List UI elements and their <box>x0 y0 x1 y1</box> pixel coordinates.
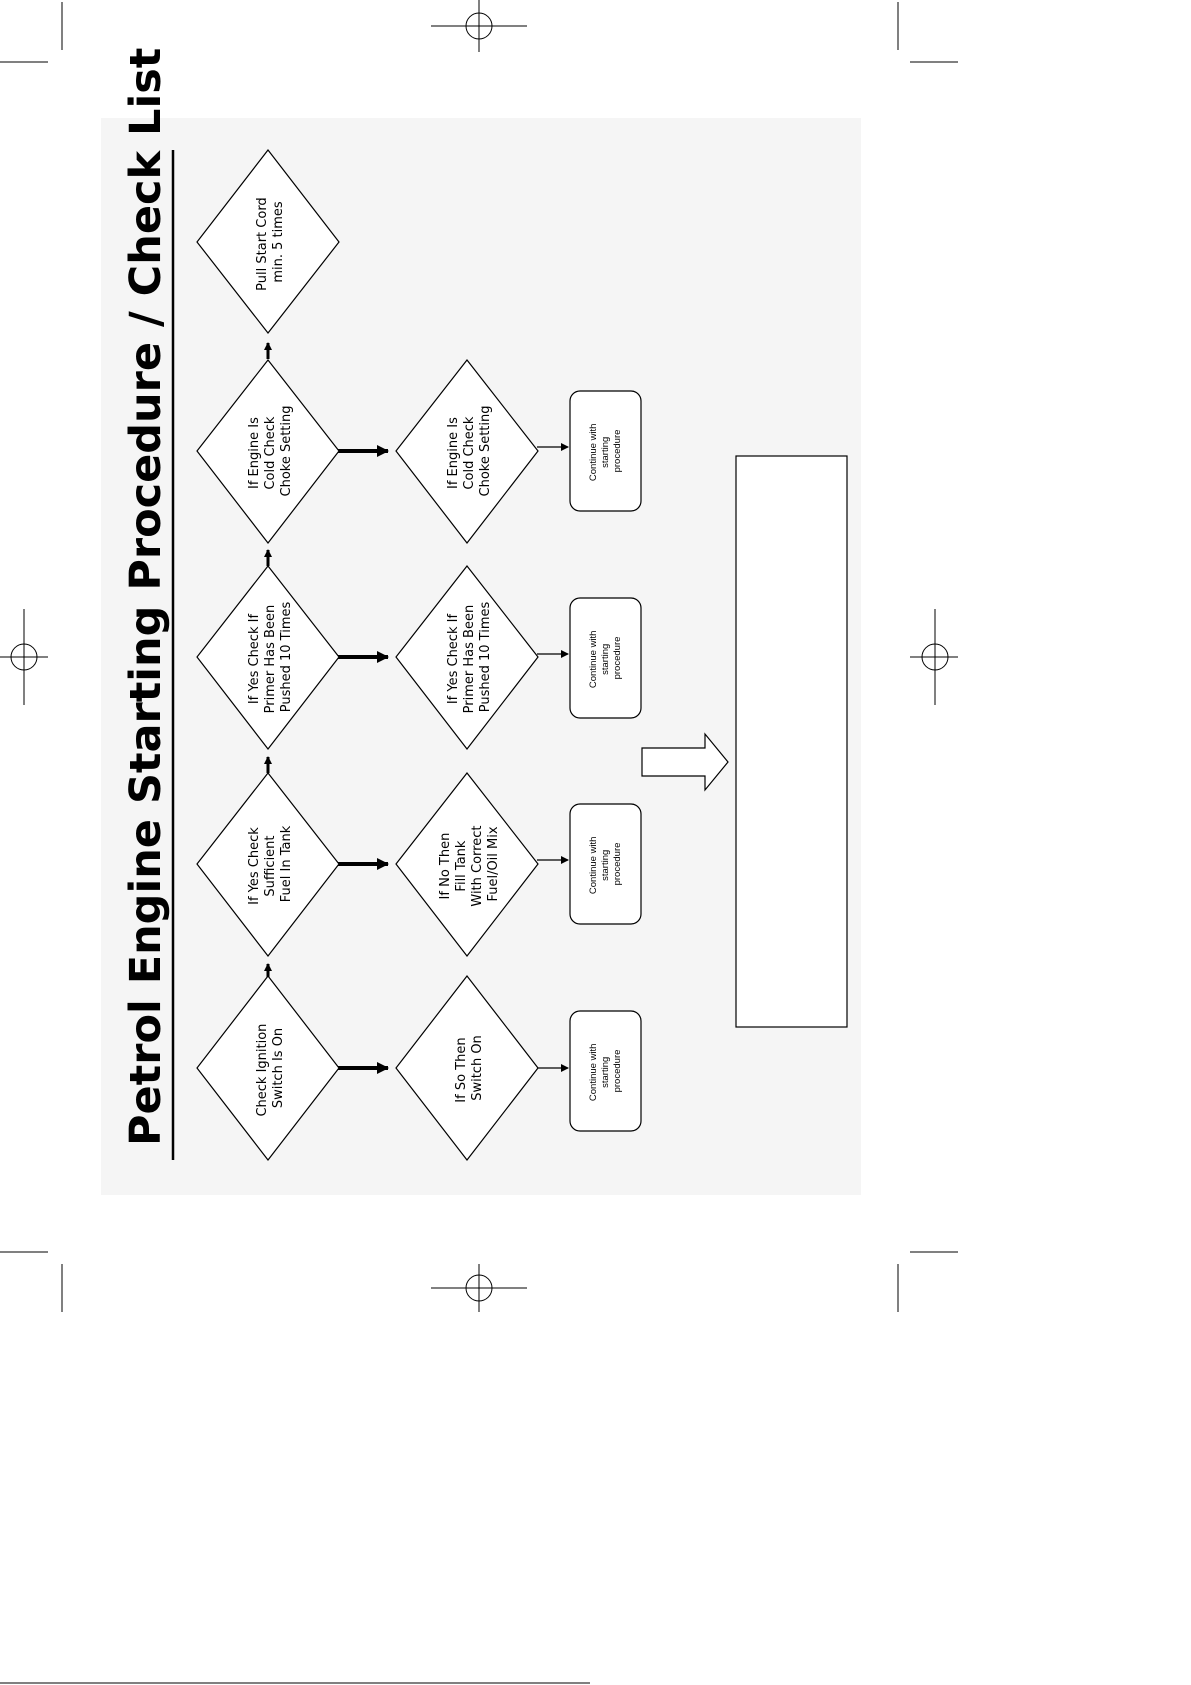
action-4-line-1: If Engine Is <box>446 417 461 489</box>
check-diamond-3: If Yes Check If Primer Has Been Pushed 1… <box>196 565 340 750</box>
action-2-line-2: Fill Tank <box>454 840 469 891</box>
action-connectors <box>338 445 389 1074</box>
continue-1-line-1: Continue with <box>588 1044 599 1102</box>
check-4-line-2: Cold Check <box>263 416 278 489</box>
check-4-line-3: Choke Setting <box>279 405 294 496</box>
continue-box-1: Continue with starting procedure <box>569 1010 642 1132</box>
action-2-line-3: With Correct <box>470 826 485 907</box>
action-2-line-1: If No Then <box>438 833 453 900</box>
check-2-line-1: If Yes Check <box>247 827 262 905</box>
svg-text:Continue with starti: Continue with starting procedure <box>588 628 623 688</box>
check-5-line-1: Pull Start Cord <box>255 197 270 291</box>
check-2-line-3: Fuel In Tank <box>279 825 294 902</box>
svg-text:Continue with starti: Continue with starting procedure <box>588 834 623 894</box>
svg-text:If So Then Switch On: If So Then Switch On <box>454 1033 485 1102</box>
continue-3-line-3: procedure <box>612 637 623 680</box>
continue-connectors <box>537 443 569 1072</box>
action-diamond-2: If No Then Fill Tank With Correct Fuel/O… <box>395 772 539 957</box>
continue-1-line-2: starting <box>600 1057 611 1088</box>
note-box <box>735 455 848 1028</box>
check-3-line-1: If Yes Check If <box>247 614 262 705</box>
check-diamond-5: Pull Start Cord min. 5 times <box>196 149 340 334</box>
registration-mark-bottom <box>431 1264 527 1312</box>
svg-text:If Yes Check If Prim: If Yes Check If Primer Has Been Pushed 1… <box>446 601 493 714</box>
action-3-line-2: Primer Has Been <box>462 605 477 714</box>
action-diamond-4: If Engine Is Cold Check Choke Setting <box>395 359 539 544</box>
action-1-line-1: If So Then <box>454 1037 469 1102</box>
svg-text:If No Then Fill Tank: If No Then Fill Tank With Correct Fuel/O… <box>438 821 501 906</box>
continue-3-line-1: Continue with <box>588 631 599 689</box>
action-diamond-1: If So Then Switch On <box>395 975 539 1161</box>
continue-2-line-2: starting <box>600 850 611 881</box>
svg-text:Continue with starti: Continue with starting procedure <box>588 421 623 481</box>
check-3-line-3: Pushed 10 Times <box>279 602 294 713</box>
svg-text:If Yes Check Suffici: If Yes Check Sufficient Fuel In Tank <box>247 823 294 905</box>
registration-mark-left <box>0 609 48 705</box>
svg-text:Continue with starti: Continue with starting procedure <box>588 1041 623 1101</box>
continue-4-line-2: starting <box>600 437 611 468</box>
action-1-line-2: Switch On <box>470 1035 485 1101</box>
check-diamond-1: Check Ignition Switch Is On <box>196 975 340 1161</box>
continue-2-line-3: procedure <box>612 843 623 886</box>
action-4-line-3: Choke Setting <box>478 405 493 496</box>
check-4-line-1: If Engine Is <box>247 417 262 489</box>
continue-4-line-3: procedure <box>612 430 623 473</box>
page-title: Petrol Engine Starting Procedure / Check… <box>121 48 171 1146</box>
registration-mark-right <box>910 609 958 705</box>
svg-text:Pull Start Cord min.: Pull Start Cord min. 5 times <box>255 193 286 291</box>
crop-marks <box>0 2 958 1684</box>
svg-text:If Yes Check If Prim: If Yes Check If Primer Has Been Pushed 1… <box>247 601 294 714</box>
continue-3-line-2: starting <box>600 644 611 675</box>
continue-box-4: Continue with starting procedure <box>569 390 642 512</box>
action-diamond-3: If Yes Check If Primer Has Been Pushed 1… <box>395 565 539 750</box>
check-1-line-1: Check Ignition <box>255 1024 270 1117</box>
svg-text:Check Ignition Switc: Check Ignition Switch Is On <box>255 1019 286 1116</box>
check-3-line-2: Primer Has Been <box>263 605 278 714</box>
check-2-line-2: Sufficient <box>263 835 278 896</box>
continue-box-3: Continue with starting procedure <box>569 597 642 719</box>
svg-text:If Engine Is Cold Ch: If Engine Is Cold Check Choke Setting <box>247 405 294 496</box>
continue-1-line-3: procedure <box>612 1050 623 1093</box>
continue-box-2: Continue with starting procedure <box>569 803 642 925</box>
action-3-line-1: If Yes Check If <box>446 614 461 705</box>
continue-2-line-1: Continue with <box>588 837 599 895</box>
hollow-arrow <box>641 732 729 792</box>
svg-text:If Engine Is Cold Ch: If Engine Is Cold Check Choke Setting <box>446 405 493 496</box>
action-2-line-4: Fuel/Oil Mix <box>486 826 501 901</box>
registration-mark-top <box>431 0 527 52</box>
check-diamond-2: If Yes Check Sufficient Fuel In Tank <box>196 772 340 957</box>
check-diamond-4: If Engine Is Cold Check Choke Setting <box>196 359 340 544</box>
check-1-line-2: Switch Is On <box>271 1028 286 1108</box>
action-3-line-3: Pushed 10 Times <box>478 602 493 713</box>
action-4-line-2: Cold Check <box>462 416 477 489</box>
check-5-line-2: min. 5 times <box>271 201 286 283</box>
continue-4-line-1: Continue with <box>588 424 599 482</box>
